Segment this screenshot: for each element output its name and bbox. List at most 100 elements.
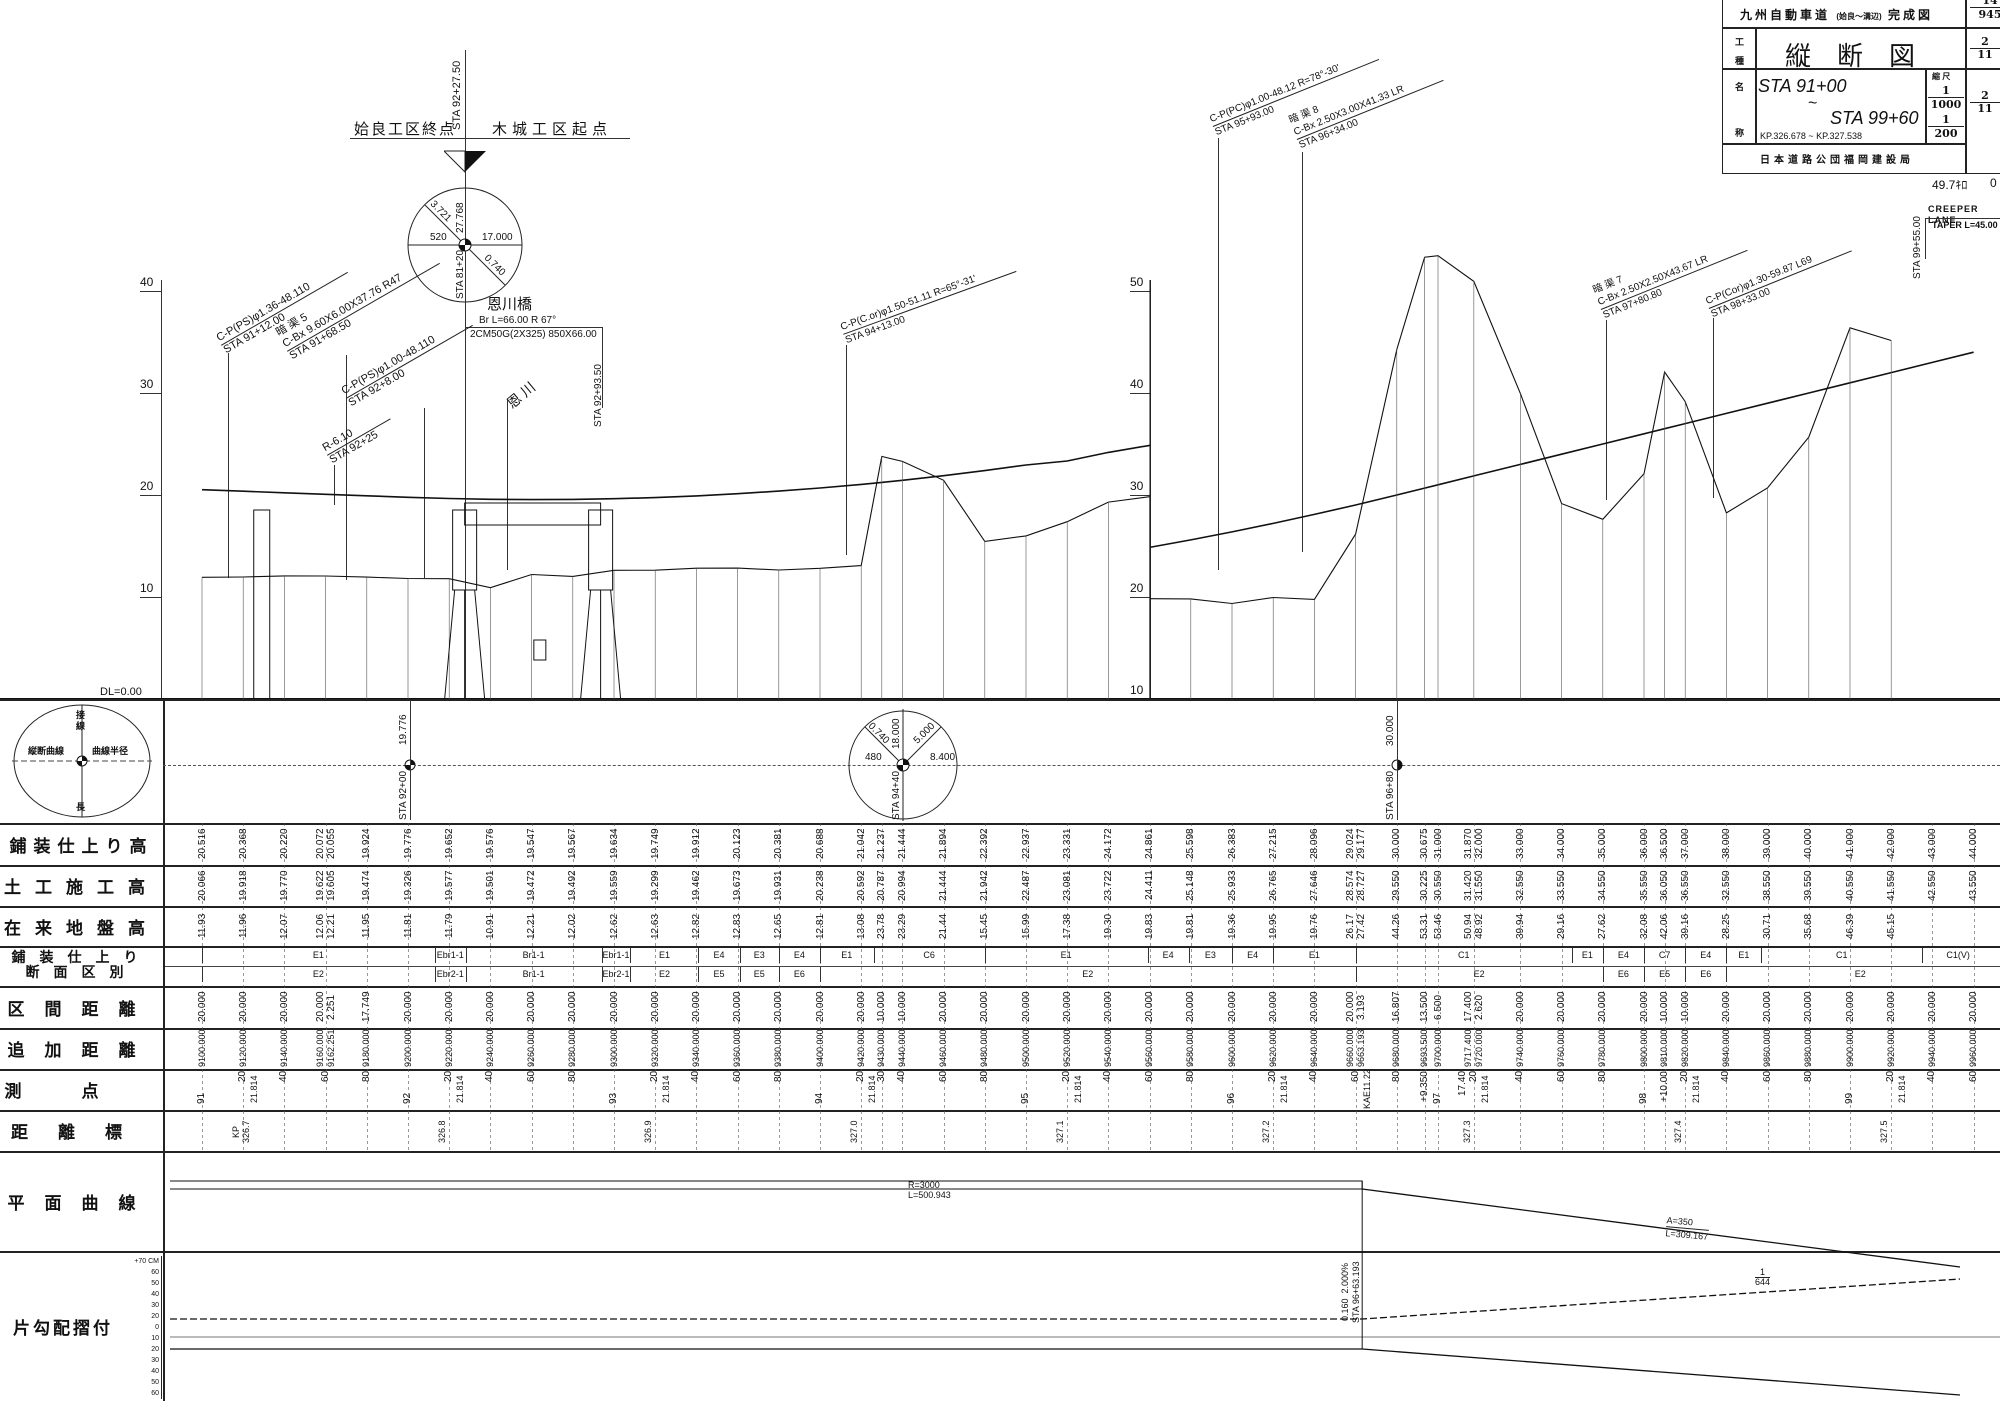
- completed-label: 完成図: [1888, 8, 1934, 22]
- cell-int: 10.000: [876, 991, 888, 1023]
- cell-ground: 15.99: [1020, 913, 1032, 939]
- cell-ground: 42.06: [1659, 913, 1671, 939]
- cell-pave: 41.000: [1844, 828, 1856, 860]
- cell-station: 95: [1020, 1092, 1031, 1104]
- column-tick: [1850, 823, 1851, 1151]
- column-tick: [1561, 823, 1563, 1151]
- culvert-leader-3: [424, 408, 425, 578]
- cell-point: 20: [1679, 1071, 1691, 1083]
- vc2-right: 8.400: [930, 752, 956, 763]
- cell-point: 20: [443, 1071, 455, 1083]
- cell-earth: 40.550: [1844, 870, 1856, 901]
- cell-pave: 26.383: [1226, 828, 1238, 860]
- row-label-km: 距離標: [11, 1123, 152, 1143]
- cell-int: 20.000: [1102, 991, 1114, 1023]
- cell-earth: 19.673: [732, 870, 744, 901]
- cell-point: 20: [1885, 1071, 1897, 1083]
- cell-km-post: 326.8: [437, 1120, 448, 1144]
- cell-point: 40: [484, 1071, 496, 1083]
- cell-add: 9520.000: [1061, 1030, 1072, 1067]
- scale-tick-label: 10: [128, 1333, 162, 1344]
- drawing-type: 縦断図: [1785, 42, 1942, 72]
- cell-earth: 26.765: [1267, 870, 1279, 901]
- right-axis-tick: [1130, 291, 1150, 292]
- right-axis-tick: [1130, 393, 1150, 394]
- cell-point-offset: 21.814: [455, 1075, 466, 1104]
- scale-tick-label: 50: [128, 1377, 162, 1388]
- cell-point-offset: 21.814: [661, 1075, 672, 1104]
- cell-earth: 39.550: [1803, 870, 1815, 901]
- sheet-a-den: 11: [1977, 48, 1993, 61]
- cell-pave: 28.096: [1308, 828, 1320, 860]
- ratio-num: 1: [1755, 1268, 1771, 1278]
- cell-earth: 19.492: [567, 870, 579, 901]
- cell-int: 20.000: [1926, 991, 1938, 1023]
- column-tick: [1973, 823, 1975, 1151]
- cell-int: 20.000: [1762, 991, 1774, 1023]
- table-row-line: [0, 823, 2000, 825]
- cell-point-offset: 21.814: [1691, 1075, 1702, 1104]
- datum-label: DL=0.00: [100, 686, 142, 698]
- cell-pave: 27.215: [1267, 828, 1279, 860]
- cell-ground: 11.93: [196, 913, 208, 939]
- cell-earth: 19.299: [649, 870, 661, 901]
- section-label: E5: [713, 969, 725, 979]
- cell-point: 80: [772, 1071, 784, 1083]
- cell-ground: 50.94 48.92: [1462, 913, 1485, 939]
- cell-int: 20.000: [1803, 991, 1815, 1023]
- left-axis-tick: [140, 495, 162, 496]
- cell-ground: 17.38: [1061, 913, 1073, 939]
- cell-add: 9760.000: [1556, 1030, 1567, 1067]
- legend-circle: [12, 704, 152, 818]
- cell-int: 20.000: [1638, 991, 1650, 1023]
- column-tick: [490, 823, 492, 1151]
- cell-station: 94: [814, 1092, 825, 1104]
- cell-earth: 20.994: [896, 870, 908, 901]
- cell-int: 20.000 2.251: [314, 991, 337, 1023]
- section-boundary: [1147, 948, 1149, 963]
- cell-ground: 19.30: [1102, 913, 1114, 939]
- cell-earth: 23.722: [1102, 870, 1114, 901]
- cell-station: 98: [1638, 1092, 1649, 1104]
- cell-ground: 12.06 12.21: [314, 913, 337, 939]
- cell-earth: 30.225: [1419, 870, 1431, 901]
- cell-ground: 10.91: [484, 913, 496, 939]
- cell-pave: 21.444: [896, 828, 908, 860]
- title-block: [1722, 0, 2000, 174]
- section-boundary: [465, 967, 467, 982]
- cell-km-post: 327.5: [1879, 1120, 1890, 1144]
- cell-pave: 24.172: [1102, 828, 1114, 860]
- column-tick: [1355, 823, 1357, 1151]
- cell-pave: 22.937: [1020, 828, 1032, 860]
- cell-point: 60: [1967, 1071, 1979, 1083]
- cell-pave: 19.924: [361, 828, 373, 860]
- cell-ground: 35.68: [1803, 913, 1815, 939]
- right-axis-tick-label: 50: [1130, 275, 1144, 289]
- cell-add: 9260.000: [526, 1030, 537, 1067]
- section-boundary: [202, 948, 203, 963]
- cell-point: +9.350: [1418, 1071, 1430, 1102]
- section-label: E2: [1854, 969, 1866, 979]
- row-label-section-2: 断面区別: [25, 965, 138, 981]
- cell-point: 30: [875, 1071, 887, 1083]
- cell-int: 20.000: [855, 991, 867, 1023]
- section-boundary: [1922, 948, 1924, 963]
- cell-point-offset: 21.814: [249, 1075, 260, 1104]
- cell-point: 60: [937, 1071, 949, 1083]
- cell-pave: 20.123: [732, 828, 744, 860]
- cell-int: 20.000 3.193: [1344, 991, 1367, 1023]
- cell-earth: 25.148: [1185, 870, 1197, 901]
- cell-earth: 20.787: [876, 870, 888, 901]
- title-row-3: [1722, 143, 1965, 145]
- cell-pave: 21.894: [938, 828, 950, 860]
- vc2-station: STA 94+40: [891, 770, 902, 820]
- row-label-point: 測点: [4, 1082, 159, 1102]
- cell-point: 40: [1926, 1071, 1938, 1083]
- boundary-vertical-line: [465, 50, 466, 700]
- cell-add: 9660.000 9663.193: [1344, 1030, 1366, 1067]
- table-row-line: [0, 1110, 2000, 1112]
- cell-point: +10.00: [1658, 1071, 1670, 1102]
- cell-add: 9693.500: [1419, 1030, 1430, 1067]
- cell-point: 80: [1184, 1071, 1196, 1083]
